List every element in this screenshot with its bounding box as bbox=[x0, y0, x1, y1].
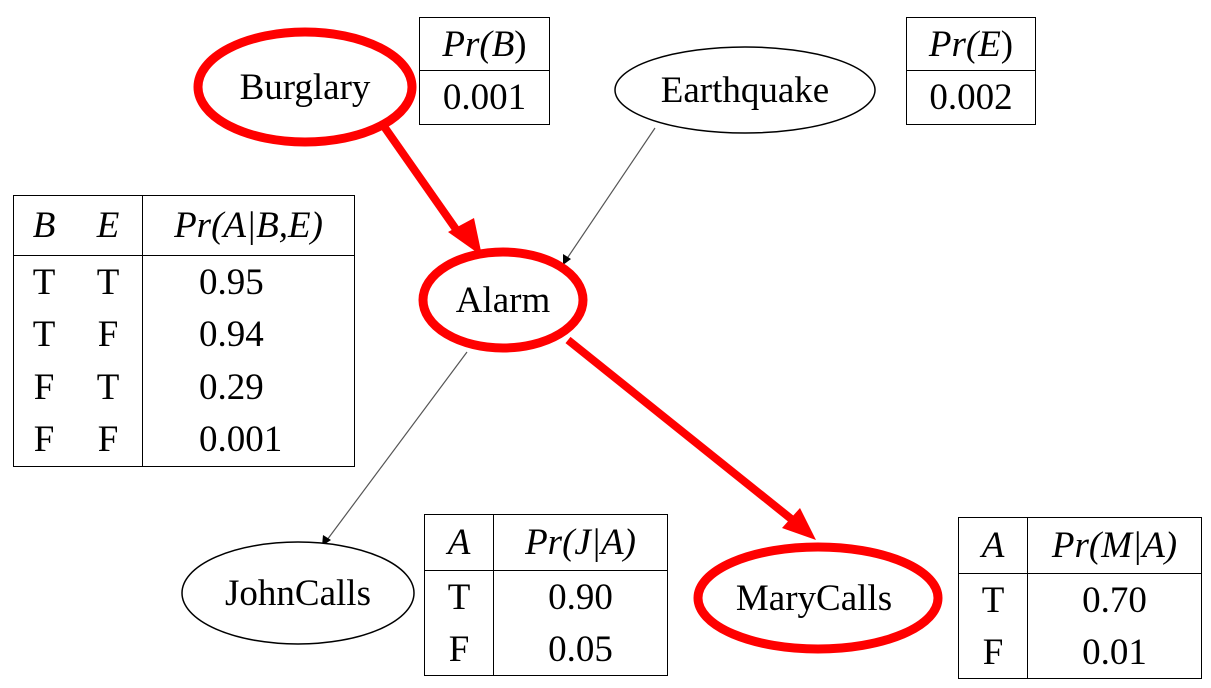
cpt-johncalls: A Pr(J|A) T 0.90 F 0.05 bbox=[424, 514, 668, 676]
cpt-alarm-row-e: T bbox=[74, 255, 143, 309]
cpt-burglary-value: 0.001 bbox=[442, 77, 527, 118]
node-earthquake-label: Earthquake bbox=[661, 70, 829, 111]
cpt-alarm-row-p: 0.29 bbox=[199, 366, 264, 408]
cpt-alarm-row: F T 0.29 bbox=[14, 360, 355, 414]
edge-alarm-marycalls bbox=[565, 336, 816, 540]
cpt-earthquake-header-pre: Pr( bbox=[928, 23, 979, 65]
cpt-marycalls-header: Pr(M|A) bbox=[1051, 525, 1178, 566]
cpt-marycalls-row-a: T bbox=[958, 573, 1028, 626]
cpt-earthquake: Pr(E) 0.002 bbox=[906, 17, 1036, 125]
cpt-alarm-row-b: F bbox=[33, 366, 55, 408]
cpt-alarm-row-e: T bbox=[74, 360, 143, 414]
cpt-burglary: Pr(B) 0.001 bbox=[419, 17, 550, 125]
node-burglary-label: Burglary bbox=[240, 67, 371, 108]
cpt-marycalls-col-a: A bbox=[958, 517, 1028, 574]
cpt-marycalls-row: F 0.01 bbox=[958, 626, 1202, 679]
cpt-alarm-row: T F 0.94 bbox=[14, 308, 355, 361]
edge-earthquake-alarm bbox=[563, 127, 656, 265]
cpt-alarm-row-p: 0.94 bbox=[199, 314, 264, 356]
cpt-alarm-row-e: F bbox=[74, 308, 143, 361]
cpt-johncalls-row-p: 0.90 bbox=[548, 576, 613, 618]
cpt-johncalls-row-p: 0.05 bbox=[548, 628, 613, 670]
cpt-burglary-header-post: ) bbox=[514, 23, 527, 65]
cpt-marycalls-row: T 0.70 bbox=[958, 573, 1202, 626]
cpt-earthquake-header: Pr(E) bbox=[907, 18, 1036, 71]
node-alarm[interactable]: Alarm bbox=[418, 247, 588, 353]
node-earthquake[interactable]: Earthquake bbox=[614, 46, 876, 134]
cpt-alarm-header: Pr(A|B,E) bbox=[174, 205, 323, 246]
cpt-johncalls-col-a: A bbox=[424, 514, 494, 571]
cpt-earthquake-header-post: ) bbox=[1000, 23, 1014, 65]
node-marycalls-label: MaryCalls bbox=[736, 578, 892, 619]
edge-burglary-alarm bbox=[379, 122, 482, 256]
cpt-alarm-row: T T 0.95 bbox=[14, 255, 355, 309]
cpt-johncalls-row: F 0.05 bbox=[424, 623, 668, 676]
cpt-marycalls-row-p: 0.70 bbox=[1082, 579, 1147, 621]
node-johncalls-label: JohnCalls bbox=[225, 573, 371, 614]
cpt-johncalls-row-a: T bbox=[424, 570, 494, 623]
cpt-alarm-row-p: 0.95 bbox=[199, 261, 264, 303]
cpt-marycalls-row-a: F bbox=[958, 626, 1028, 679]
cpt-burglary-header-var: B bbox=[491, 23, 515, 65]
cpt-burglary-header: Pr(B) bbox=[420, 18, 550, 71]
cpt-alarm-row-b: T bbox=[32, 314, 56, 356]
cpt-marycalls: A Pr(M|A) T 0.70 F 0.01 bbox=[958, 517, 1202, 679]
cpt-johncalls-row-a: F bbox=[424, 623, 494, 676]
node-burglary[interactable]: Burglary bbox=[193, 27, 417, 147]
node-johncalls[interactable]: JohnCalls bbox=[181, 541, 415, 645]
cpt-burglary-header-pre: Pr( bbox=[442, 23, 492, 65]
node-marycalls[interactable]: MaryCalls bbox=[693, 542, 943, 654]
cpt-alarm-col-e: E bbox=[74, 195, 143, 256]
cpt-alarm: B E Pr(A|B,E) T T 0.95 T F 0.94 F T 0.29… bbox=[13, 195, 355, 467]
cpt-marycalls-row-p: 0.01 bbox=[1082, 631, 1147, 673]
cpt-alarm-row-b: T bbox=[32, 261, 56, 303]
cpt-alarm-col-b: B bbox=[32, 205, 56, 246]
cpt-johncalls-header: Pr(J|A) bbox=[525, 522, 636, 563]
cpt-earthquake-header-var: E bbox=[978, 23, 1001, 65]
cpt-alarm-row-b: F bbox=[33, 419, 55, 461]
cpt-alarm-row-p: 0.001 bbox=[199, 419, 283, 461]
cpt-alarm-row-e: F bbox=[74, 413, 143, 467]
cpt-earthquake-value: 0.002 bbox=[929, 77, 1013, 118]
cpt-alarm-row: F F 0.001 bbox=[14, 413, 355, 467]
node-alarm-label: Alarm bbox=[456, 280, 551, 321]
cpt-johncalls-row: T 0.90 bbox=[424, 570, 668, 623]
